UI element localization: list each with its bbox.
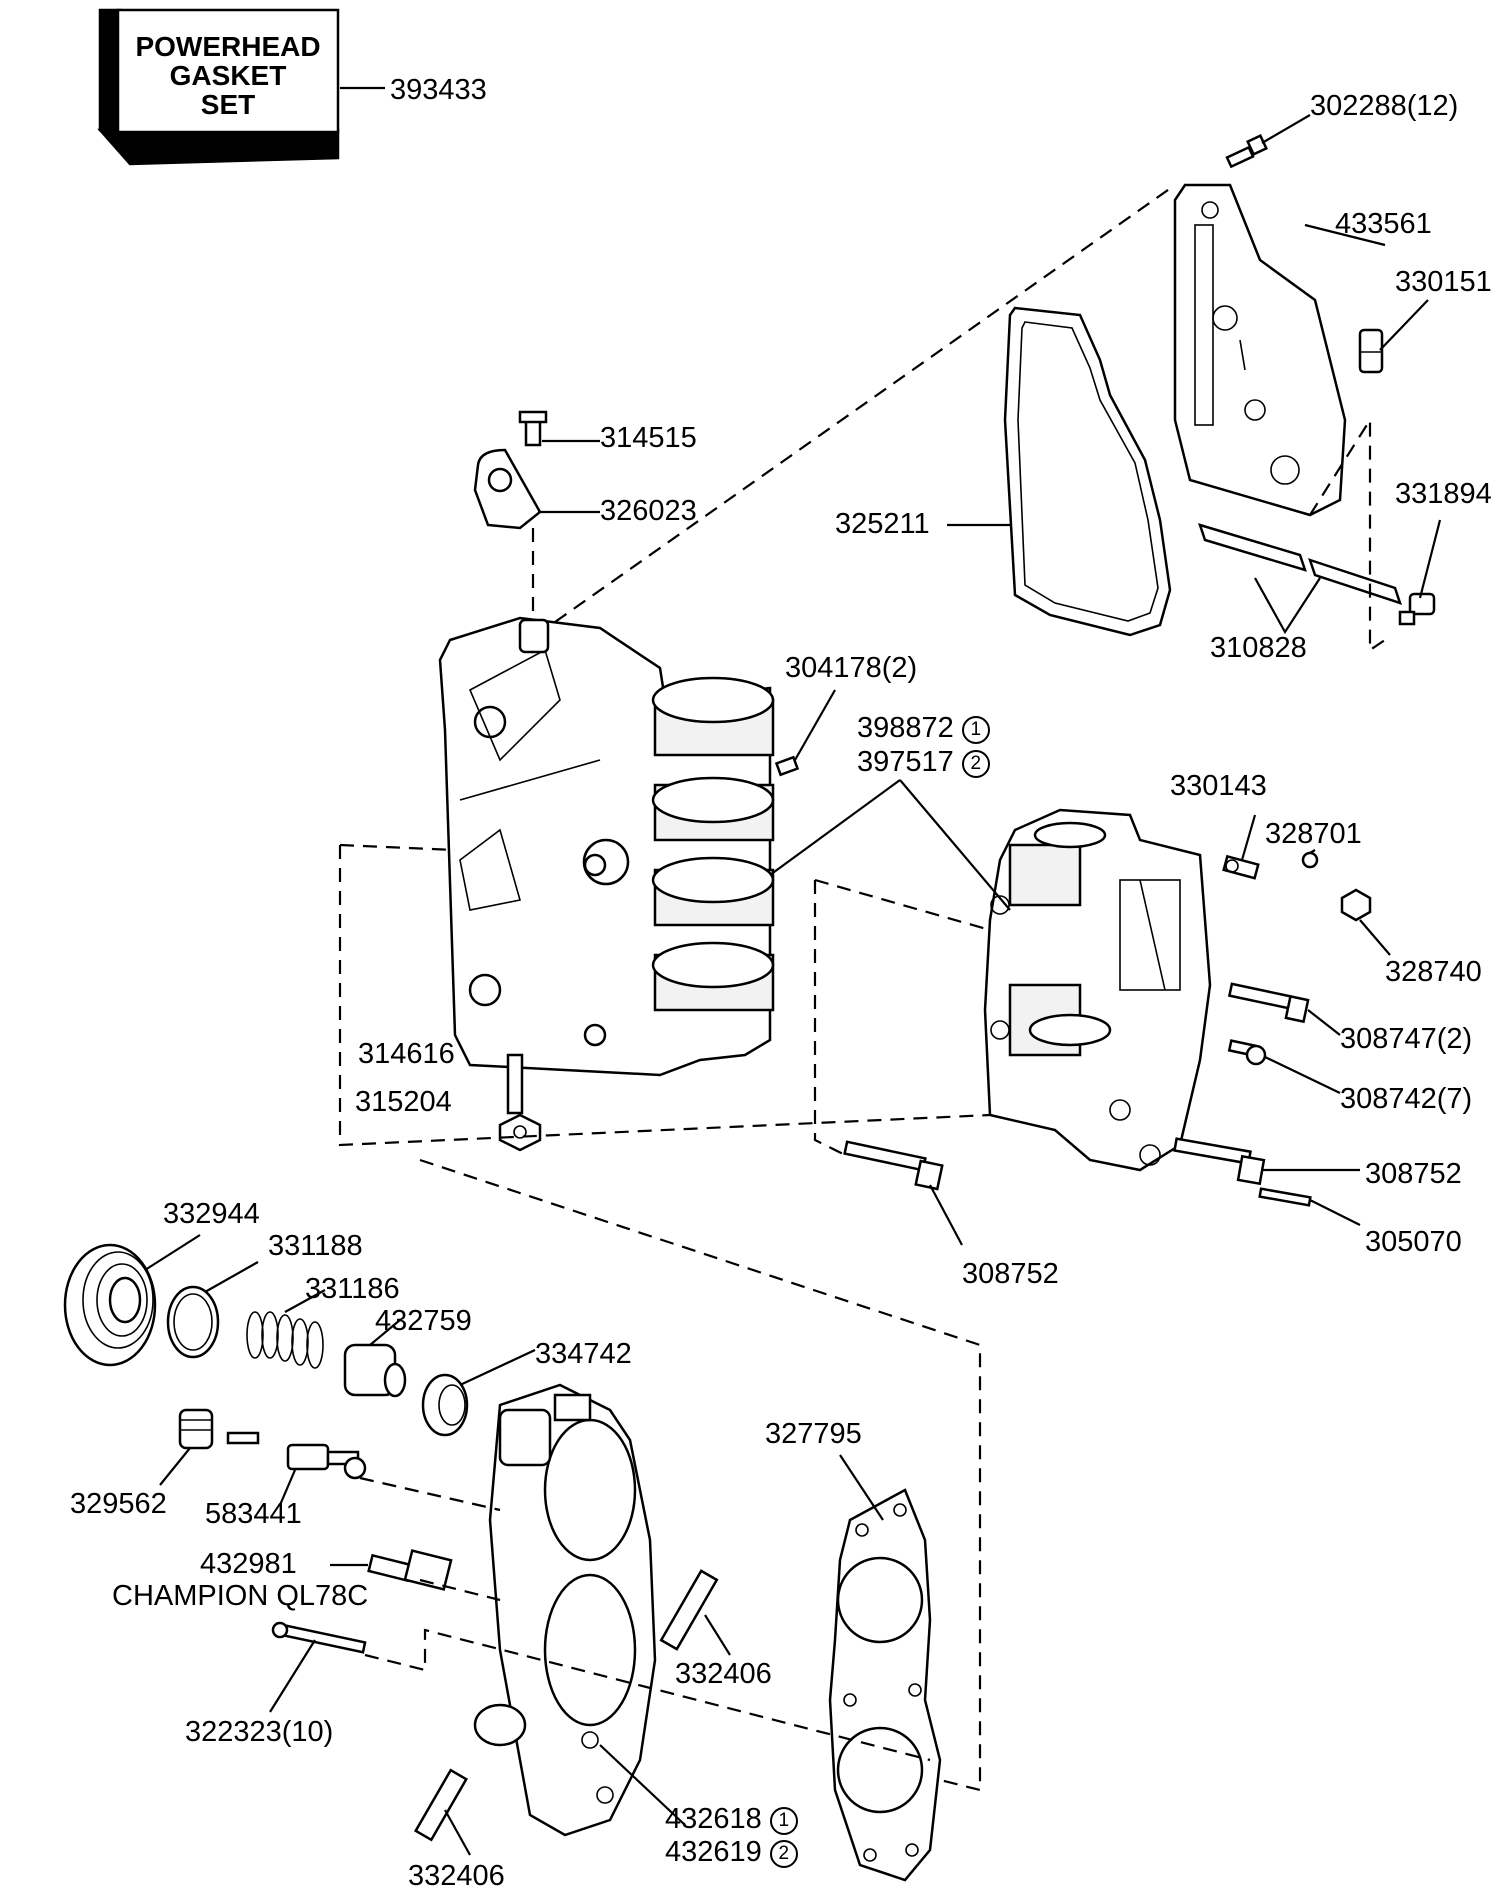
label-champion: CHAMPION QL78C	[112, 1580, 369, 1612]
label-328701: 328701	[1265, 818, 1362, 850]
label-332406-lower: 332406	[408, 1860, 505, 1892]
cylinder-head-432618	[473, 1383, 657, 1837]
crankcase-half	[983, 808, 1212, 1172]
bolt-308752-right	[1173, 1137, 1266, 1186]
valve-329562	[178, 1408, 214, 1450]
eyebolt-326023	[473, 410, 548, 530]
bolt-308742	[1227, 1039, 1267, 1066]
label-325211: 325211	[835, 508, 930, 540]
stud-314616	[506, 1053, 524, 1115]
gasket-set-box	[97, 8, 340, 166]
label-397517-number: 397517	[857, 746, 954, 778]
leader-lines	[144, 114, 1442, 1856]
bolt-308747	[1227, 982, 1310, 1024]
thermostat-cover-332944	[63, 1243, 157, 1367]
nut-328740	[1340, 888, 1372, 922]
label-332944: 332944	[163, 1198, 260, 1230]
label-304178: 304178(2)	[785, 652, 918, 684]
dowel-332406-upper	[659, 1569, 719, 1651]
exhaust-cover-plate	[1173, 183, 1347, 517]
washer-328701	[1301, 851, 1319, 869]
bolt-308752-left	[843, 1140, 944, 1191]
marker-two: 2	[961, 750, 990, 778]
label-328740: 328740	[1385, 956, 1482, 988]
label-314515: 314515	[600, 422, 697, 454]
gasket-set-line3: SET	[200, 89, 256, 120]
label-310828: 310828	[1210, 632, 1307, 664]
label-330151: 330151	[1395, 266, 1492, 298]
tubes-310828	[1198, 523, 1402, 605]
label-334742: 334742	[535, 1338, 632, 1370]
label-322323: 322323(10)	[185, 1716, 334, 1748]
label-432759: 432759	[375, 1305, 472, 1337]
crankcase-block	[438, 616, 775, 1077]
pin-305070	[1258, 1187, 1312, 1207]
nut-315204	[498, 1113, 542, 1152]
head-gasket-327795	[828, 1488, 942, 1882]
label-326023: 326023	[600, 495, 697, 527]
label-329562: 329562	[70, 1488, 167, 1520]
label-327795: 327795	[765, 1418, 862, 1450]
label-433561: 433561	[1335, 208, 1432, 240]
gasket-set-line1: POWERHEAD	[135, 31, 321, 62]
valve-583441	[226, 1431, 367, 1480]
label-308747: 308747(2)	[1340, 1023, 1473, 1055]
label-308752-right: 308752	[1365, 1158, 1462, 1190]
exhaust-cover-gasket	[1003, 306, 1172, 637]
label-432619-number: 432619	[665, 1836, 762, 1868]
seal-334742	[421, 1373, 469, 1437]
label-308742: 308742(7)	[1340, 1083, 1473, 1115]
label-315204: 315204	[355, 1086, 452, 1118]
thermostat-432759	[343, 1343, 407, 1398]
fitting-330143	[1222, 854, 1260, 880]
gasket-set-line2: GASKET	[169, 60, 287, 91]
spring-331186	[246, 1311, 324, 1369]
marker-one: 1	[961, 716, 990, 744]
label-398872-number: 398872	[857, 712, 954, 744]
pin-304178	[774, 755, 800, 777]
marker-one: 1	[769, 1807, 798, 1835]
label-583441: 583441	[205, 1498, 302, 1530]
label-314616: 314616	[358, 1038, 455, 1070]
gasket-set-title: POWERHEAD GASKET SET	[118, 32, 338, 119]
label-432618-number: 432618	[665, 1803, 762, 1835]
label-331186: 331186	[305, 1273, 400, 1305]
label-330143: 330143	[1170, 770, 1267, 802]
label-308752-left: 308752	[962, 1258, 1059, 1290]
assembly-dashed-lines	[338, 184, 1386, 1792]
bolt-322323	[271, 1621, 367, 1654]
bolt-302288	[1225, 134, 1268, 169]
marker-two: 2	[769, 1840, 798, 1868]
label-432981: 432981	[200, 1548, 297, 1580]
dowel-332406-lower	[413, 1768, 469, 1842]
spark-plug-432981	[367, 1549, 453, 1591]
label-305070: 305070	[1365, 1226, 1462, 1258]
o-ring-331188	[166, 1285, 220, 1359]
label-302288: 302288(12)	[1310, 90, 1459, 122]
label-393433: 393433	[390, 74, 487, 106]
label-331894: 331894	[1395, 478, 1492, 510]
clip-330151	[1358, 328, 1384, 374]
label-331188: 331188	[268, 1230, 363, 1262]
label-332406-upper: 332406	[675, 1658, 772, 1690]
fitting-331894	[1398, 592, 1436, 626]
